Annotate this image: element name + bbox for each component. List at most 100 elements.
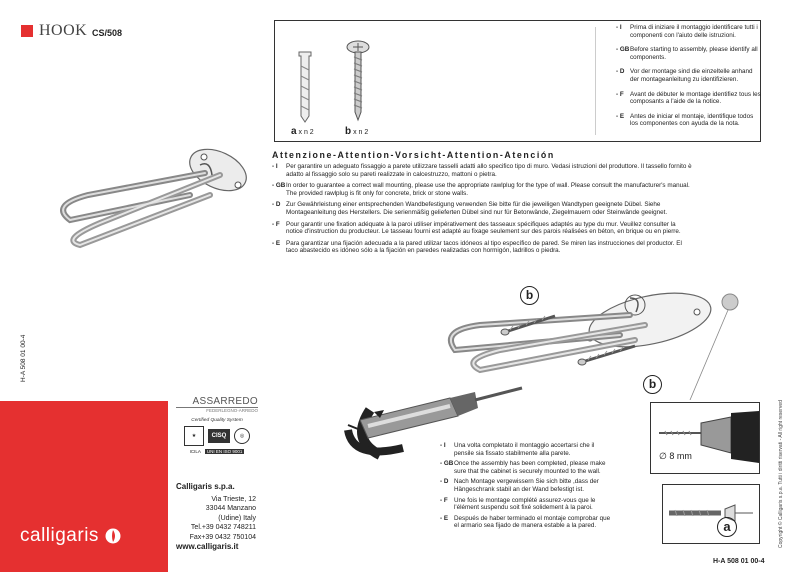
assarredo-sub: FEDERLEGNO-ARREDO xyxy=(176,407,258,413)
rawlplug-icon xyxy=(298,51,312,123)
part-b-letter: b xyxy=(345,126,352,137)
company-name: Calligaris s.p.a. xyxy=(176,482,235,491)
diameter-icon: ∅ xyxy=(659,451,667,461)
intro-lang: - I xyxy=(616,24,622,31)
final-text: Una volta completato il montaggio accert… xyxy=(454,442,595,457)
intro-text: Prima di iniziare il montaggio identific… xyxy=(630,24,758,39)
final-item: - E Después de haber terminado el montaj… xyxy=(440,515,615,530)
final-notes: - I Una volta completato il montaggio ac… xyxy=(440,442,615,530)
callout-b-bottom: b xyxy=(643,375,662,394)
final-lang: - GB xyxy=(440,460,454,468)
final-item: - I Una volta completato il montaggio ac… xyxy=(440,442,615,457)
final-item: - F Une fois le montage complété assurez… xyxy=(440,497,615,512)
drill-icon xyxy=(659,411,759,463)
final-lang: - F xyxy=(440,496,448,504)
final-text: Once the assembly has been completed, pl… xyxy=(454,460,606,475)
screw-icon xyxy=(346,40,370,122)
intro-item: - I Prima di iniziare il montaggio ident… xyxy=(616,24,761,39)
callout-b-top: b xyxy=(520,286,539,305)
screw-b-top-icon xyxy=(500,314,556,336)
intro-item: - D Vor der montage sind die einzeltelle… xyxy=(616,68,761,83)
intro-item: - E Antes de iniciar el montaje, identif… xyxy=(616,113,761,128)
iso-label: UNI EN ISO 9001 xyxy=(204,449,245,454)
left-document-code: H-A 508 01 00-4 xyxy=(20,334,27,382)
company-tel: Tel.+39 0432 748211 xyxy=(190,524,256,531)
brand-square xyxy=(21,25,33,37)
part-a-label: a x n 2 xyxy=(291,126,314,137)
icila-label: ICILA xyxy=(189,449,201,454)
drill-size-value: 8 mm xyxy=(669,451,692,461)
cisq-logo: CISQ xyxy=(208,429,230,443)
brand-mark-icon xyxy=(105,528,121,544)
screwdriver-illustration xyxy=(344,386,523,460)
intro-text: Antes de iniciar el montaje, identifique… xyxy=(630,112,754,128)
product-code: CS/508 xyxy=(92,28,123,38)
part-b-label: b x n 2 xyxy=(345,126,368,137)
part-a-letter: a xyxy=(291,126,297,137)
attention-text: Zur Gewährleistung einer entsprechenden … xyxy=(286,201,668,216)
part-b-qty: x n 2 xyxy=(353,129,369,136)
attention-lang: - F xyxy=(272,220,280,228)
intro-text: Vor der montage sind die einzeltelle anh… xyxy=(630,68,753,83)
drill-size: ∅ 8 mm xyxy=(659,451,692,462)
brand-logo: calligaris xyxy=(20,525,121,547)
attention-text: Per garantire un adeguato fissaggio a pa… xyxy=(286,163,692,178)
intro-lang: - D xyxy=(616,68,625,76)
company-fax: Fax+39 0432 750104 xyxy=(189,533,256,541)
brand-panel: calligaris xyxy=(0,401,168,572)
company-address1: Via Trieste, 12 xyxy=(211,495,256,503)
attention-text: Para garantizar una fijación adecuada a … xyxy=(286,239,682,255)
final-text: Une fois le montage complété assurez-vou… xyxy=(454,496,596,512)
parts-box: a x n 2 b x n 2 xyxy=(274,20,761,142)
callout-a: a xyxy=(717,517,737,537)
attention-list: - I Per garantire un adeguato fissaggio … xyxy=(272,163,692,255)
intro-lang: - F xyxy=(616,90,624,98)
attention-text: Pour garantir une fixation adéquate à la… xyxy=(286,220,681,236)
intro-lang: - E xyxy=(616,112,625,120)
intro-item: - F Avant de débuter le montage identifi… xyxy=(616,91,761,106)
screw-b-bottom-icon xyxy=(577,344,636,366)
company-address2: 33044 Manzano xyxy=(205,505,256,512)
company-web[interactable]: www.calligaris.it xyxy=(176,542,239,551)
quality-label: Certified Quality System xyxy=(191,418,243,423)
intro-notes: - I Prima di iniziare il montaggio ident… xyxy=(616,24,761,128)
iqnet-logo: ◎ xyxy=(234,428,250,444)
attention-item: - E Para garantizar una fijación adecuad… xyxy=(272,240,692,255)
rawlplug-inset: a xyxy=(662,484,760,544)
final-text: Nach Montage vergewissern Sie sich bitte… xyxy=(454,478,599,493)
drill-inset: ∅ 8 mm xyxy=(650,402,760,474)
hook-illustration xyxy=(60,148,247,249)
company-info: Calligaris s.p.a. Via Trieste, 12 33044 … xyxy=(176,482,256,552)
icila-logo: ★ xyxy=(184,426,204,446)
assarredo-label: ASSARREDO xyxy=(192,396,258,407)
product-title: HOOK xyxy=(39,22,88,39)
part-a-qty: x n 2 xyxy=(298,129,314,136)
parts-divider xyxy=(595,27,596,135)
final-lang: - E xyxy=(440,514,449,522)
final-item: - D Nach Montage vergewissern Sie sich b… xyxy=(440,478,615,493)
attention-item: - F Pour garantir une fixation adéquate … xyxy=(272,221,692,236)
attention-lang: - GB xyxy=(272,182,286,190)
attention-lang: - D xyxy=(272,201,281,209)
intro-text: Avant de débuter le montage identifiez t… xyxy=(630,90,761,106)
assarredo-logo: ASSARREDO FEDERLEGNO-ARREDO xyxy=(176,396,258,413)
final-lang: - D xyxy=(440,478,449,486)
intro-item: - GB Before starting to assembly, please… xyxy=(616,46,761,61)
assembly-diagram xyxy=(447,292,739,400)
wall-pin-icon xyxy=(689,293,739,400)
rawlplug-insert-icon xyxy=(669,504,753,522)
final-lang: - I xyxy=(440,442,446,449)
attention-title: Attenzione-Attention-Vorsicht-Attention-… xyxy=(272,150,555,160)
attention-item: - GB In order to guarantee a correct wal… xyxy=(272,182,692,197)
intro-lang: - GB xyxy=(616,46,630,54)
attention-lang: - I xyxy=(272,163,278,170)
final-text: Después de haber terminado el montaje co… xyxy=(454,514,611,530)
certifications: ASSARREDO FEDERLEGNO-ARREDO Certified Qu… xyxy=(176,396,258,454)
intro-text: Before starting to assembly, please iden… xyxy=(630,46,758,61)
copyright: Copyright © Calligaris s.p.a. Tutti i di… xyxy=(778,400,784,548)
brand-wordmark: calligaris xyxy=(20,525,99,546)
attention-item: - D Zur Gewährleistung einer entsprechen… xyxy=(272,201,692,216)
attention-item: - I Per garantire un adeguato fissaggio … xyxy=(272,163,692,178)
bottom-document-code: H-A 508 01 00-4 xyxy=(713,558,765,565)
attention-text: In order to guarantee a correct wall mou… xyxy=(286,182,690,197)
